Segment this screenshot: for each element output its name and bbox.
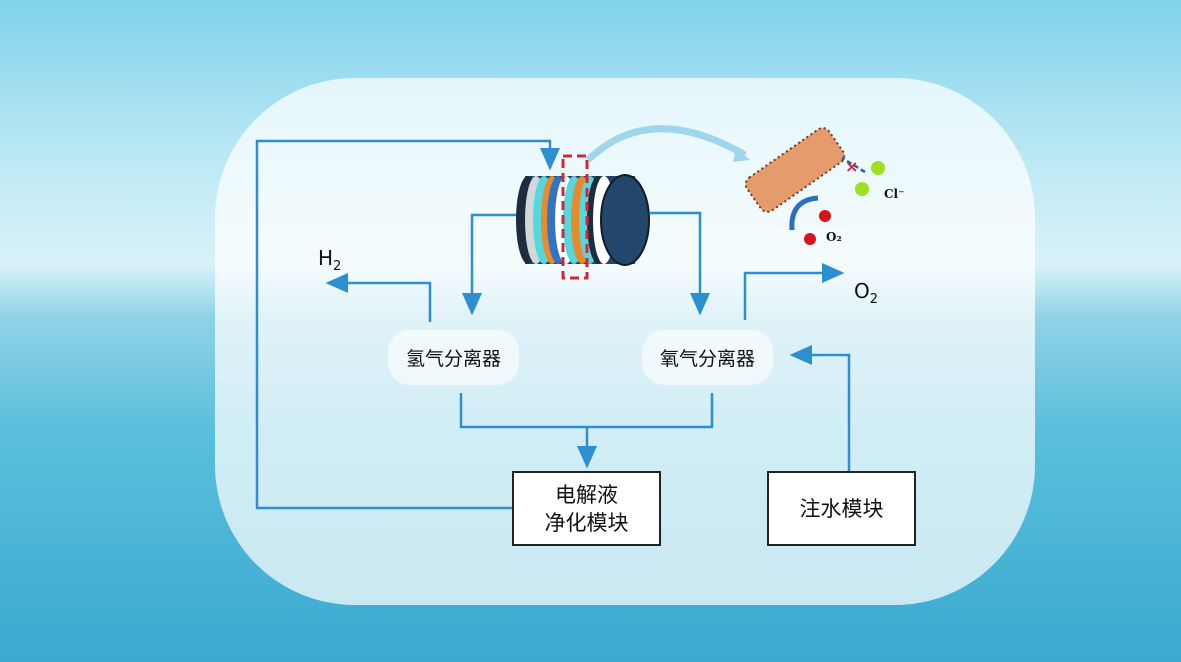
zoom-arrow-icon: [585, 125, 747, 163]
recycle-line: [255, 139, 560, 510]
separator-return: [459, 393, 714, 429]
electrolyte-purification-module: 电解液 净化模块: [512, 471, 661, 546]
blocked-x-icon: ×: [845, 157, 858, 176]
h2-outlet: [325, 273, 432, 322]
inset-o2-label: O₂: [826, 230, 842, 244]
anode-to-o2-separator: [650, 211, 710, 316]
o2-release-arrow-icon: [789, 195, 819, 231]
h2-label: H2: [318, 246, 342, 274]
inset-chloride-label: Cl⁻: [884, 187, 905, 201]
electrolyzer-stack-icon: [516, 174, 650, 266]
o2-outlet: [743, 263, 845, 320]
electrolyte-module-line1: 电解液: [555, 482, 618, 507]
highlight-box: [561, 154, 589, 280]
cathode-to-h2-separator: [462, 213, 522, 316]
chloride-ion-icon: [855, 182, 869, 196]
electrolyte-module-line2: 净化模块: [544, 510, 629, 535]
water-injection-label: 注水模块: [799, 496, 884, 521]
hydrogen-separator: 氢气分离器: [388, 330, 520, 385]
electrode-rod-icon: [744, 127, 846, 213]
o2-label: O2: [854, 279, 879, 307]
water-injection-module: 注水模块: [767, 471, 916, 546]
o2-molecule-icon: [804, 233, 816, 245]
water-injection-line: [789, 345, 851, 472]
o2-molecule-icon: [819, 210, 831, 222]
chloride-ion-icon: [871, 161, 885, 175]
oxygen-separator: 氧气分离器: [642, 330, 774, 385]
